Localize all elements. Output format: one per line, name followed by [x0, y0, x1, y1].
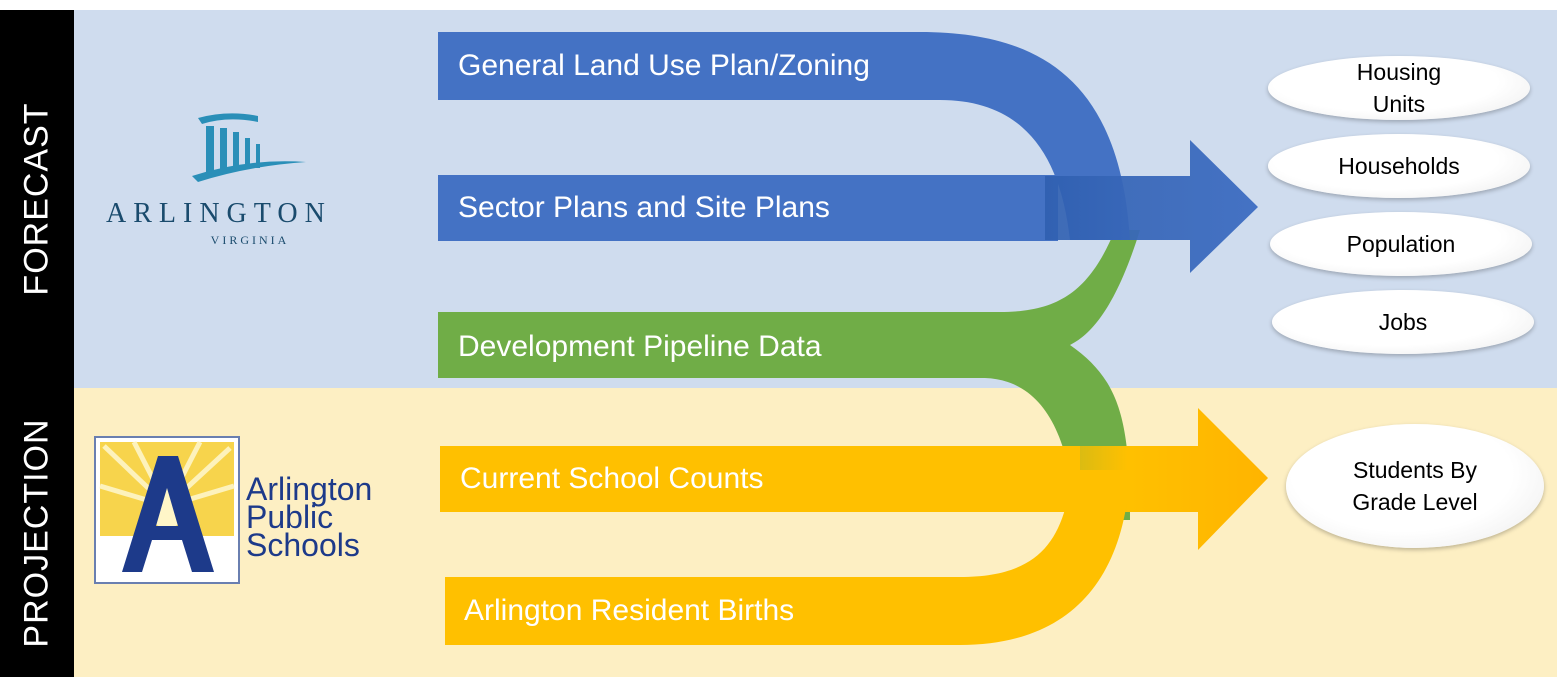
- schools-logo-line3: Schools: [246, 527, 360, 563]
- births-flow-band: [445, 470, 1130, 645]
- arlington-public-schools-logo: Arlington Public Schools: [94, 436, 414, 586]
- output-households: Households: [1268, 134, 1530, 198]
- projection-arrow: [1052, 408, 1268, 550]
- output-students-by-grade: Students By Grade Level: [1286, 424, 1544, 548]
- forecast-side-bar: FORECAST: [0, 10, 74, 388]
- county-building-icon: [192, 113, 306, 182]
- output-population: Population: [1270, 212, 1532, 276]
- input-label-births: Arlington Resident Births: [464, 594, 795, 627]
- projection-side-bar: PROJECTION: [0, 388, 74, 677]
- sector-plans-flow-band: [438, 175, 1058, 241]
- forecast-arrow: [1045, 140, 1258, 273]
- land-use-flow-band: [438, 32, 1130, 240]
- pipeline-flow-band: [438, 230, 1140, 520]
- output-housing-units: Housing Units: [1268, 56, 1530, 120]
- schools-a-icon: [94, 436, 240, 584]
- arlington-county-logo: ARLINGTON VIRGINIA: [100, 110, 400, 260]
- input-label-pipeline: Development Pipeline Data: [458, 330, 822, 363]
- county-logo-subtitle: VIRGINIA: [210, 233, 290, 247]
- input-label-school-counts: Current School Counts: [460, 462, 764, 495]
- input-label-sector-plans: Sector Plans and Site Plans: [458, 191, 830, 224]
- output-jobs: Jobs: [1272, 290, 1534, 354]
- school-counts-flow-band: [440, 446, 1080, 512]
- schools-logo-line1: Arlington: [246, 471, 373, 507]
- county-logo-name: ARLINGTON: [106, 198, 332, 229]
- input-label-land-use: General Land Use Plan/Zoning: [458, 49, 870, 82]
- schools-logo-line2: Public: [246, 499, 334, 535]
